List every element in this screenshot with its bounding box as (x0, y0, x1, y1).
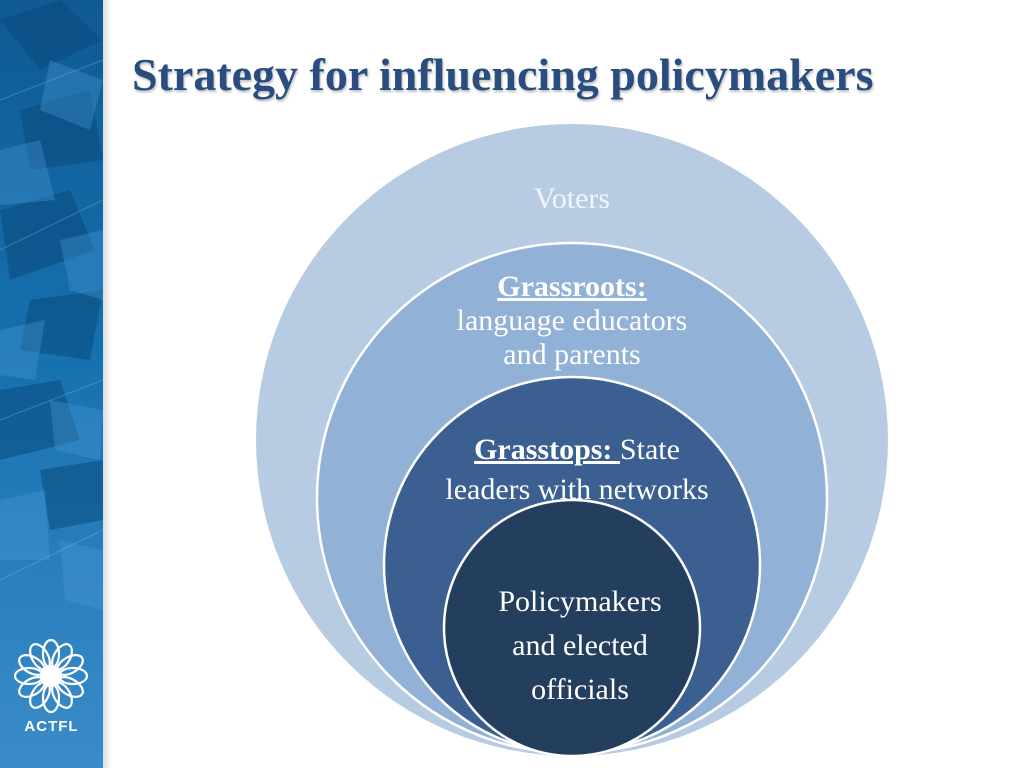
grasstops-line1: State (619, 433, 680, 466)
sidebar-decoration: ACTFL (0, 0, 103, 768)
sidebar-pattern (0, 0, 103, 610)
grasstops-label: Grasstops: State leaders with networks (402, 430, 752, 510)
logo-text: ACTFL (24, 718, 79, 735)
policymakers-line1: Policymakers (498, 585, 662, 618)
grassroots-heading: Grassroots: (497, 270, 647, 303)
grasstops-line2: leaders with networks (445, 473, 709, 506)
slide-title: Strategy for influencing policymakers (132, 49, 874, 100)
grasstops-heading: Grasstops: (474, 433, 620, 466)
grassroots-line1: language educators (456, 304, 688, 337)
voters-label: Voters (533, 182, 611, 215)
grassroots-line2: and parents (503, 338, 641, 371)
sidebar-edge (103, 0, 112, 768)
actfl-flower-logo-icon (13, 638, 89, 714)
policymakers-line3: officials (531, 673, 629, 706)
ring-policymakers (442, 498, 702, 758)
policymakers-line2: and elected (512, 629, 648, 662)
grassroots-label: Grassroots: language educators and paren… (412, 270, 732, 372)
policymakers-label: Policymakers and elected officials (470, 580, 690, 712)
